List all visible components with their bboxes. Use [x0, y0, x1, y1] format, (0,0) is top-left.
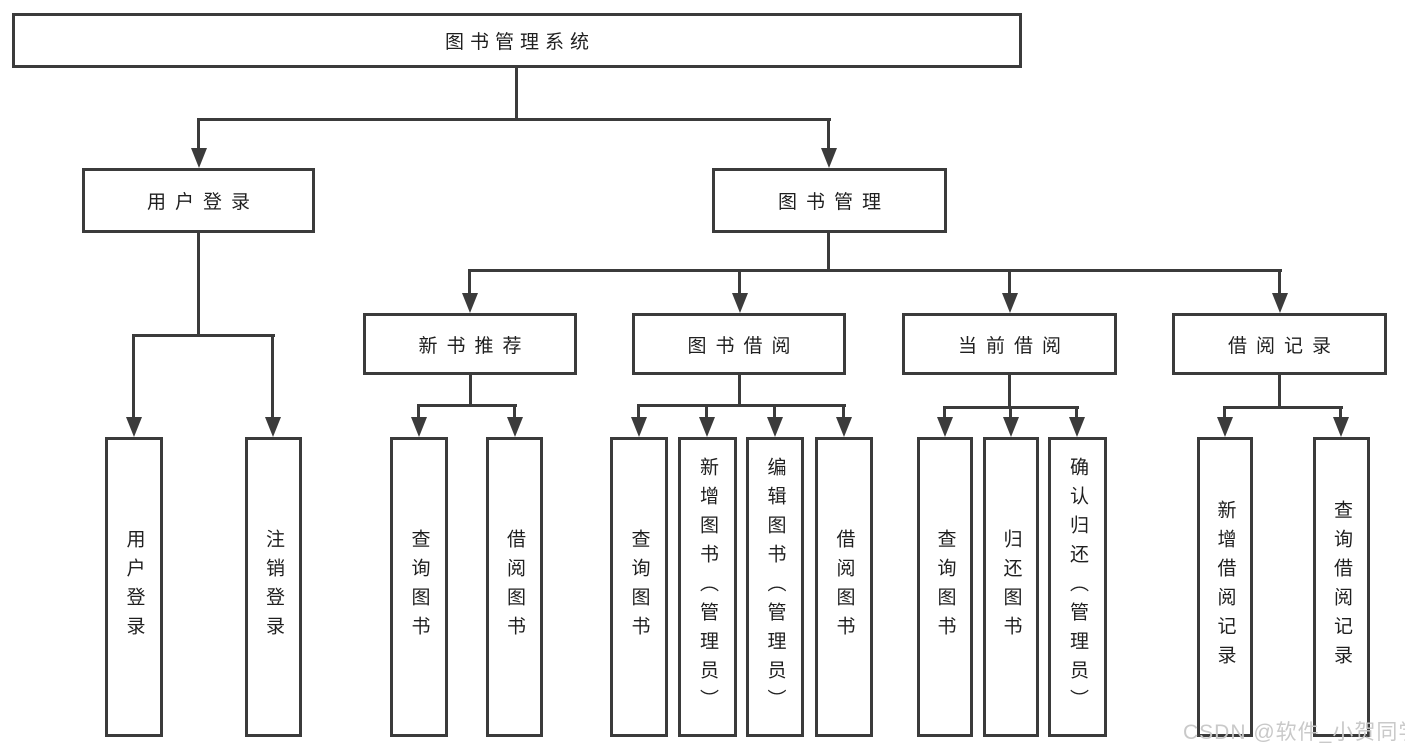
node-label: 注销登录 — [263, 529, 284, 645]
node-label: 借阅图书 — [504, 529, 525, 645]
connector-line — [1075, 406, 1078, 420]
connector-line — [1009, 406, 1012, 420]
connector-line — [773, 404, 776, 420]
arrow-down-icon — [1002, 293, 1018, 313]
arrow-down-icon — [507, 417, 523, 437]
node-label: 图书管理系统 — [444, 32, 595, 53]
arrow-down-icon — [821, 148, 837, 168]
connector-line — [468, 269, 471, 297]
arrow-down-icon — [126, 417, 142, 437]
node-label: 新增借阅记录 — [1214, 500, 1236, 674]
node-user-login: 用户登录 — [82, 168, 315, 233]
connector-line — [705, 404, 708, 420]
connector-line — [198, 118, 831, 121]
node-label: 当前借阅 — [957, 335, 1070, 357]
leaf-query-books-recommend: 查询图书 — [390, 437, 448, 737]
node-label: 图书借阅 — [687, 335, 800, 357]
node-label: 新书推荐 — [418, 335, 531, 357]
node-new-book-recommendation: 新书推荐 — [363, 313, 577, 375]
arrow-down-icon — [937, 417, 953, 437]
leaf-borrow-books-recommend: 借阅图书 — [486, 437, 543, 737]
connector-line — [637, 404, 640, 420]
connector-line — [1339, 406, 1342, 420]
node-label: 查询借阅记录 — [1331, 500, 1352, 674]
connector-line — [1223, 406, 1226, 420]
node-current-borrowing: 当前借阅 — [902, 313, 1117, 375]
leaf-user-login: 用户登录 — [105, 437, 163, 737]
connector-line — [1008, 269, 1011, 297]
leaf-return-book: 归还图书 — [983, 437, 1039, 737]
arrow-down-icon — [699, 417, 715, 437]
arrow-down-icon — [462, 293, 478, 313]
connector-line — [943, 406, 946, 420]
leaf-query-books-current: 查询图书 — [917, 437, 973, 737]
node-label: 借阅图书 — [833, 529, 855, 645]
connector-line — [1278, 375, 1281, 409]
connector-line — [132, 334, 135, 421]
connector-line — [738, 269, 741, 297]
watermark: CSDN @软件_小贺同学 — [1183, 721, 1405, 744]
leaf-query-borrow-record: 查询借阅记录 — [1313, 437, 1370, 737]
arrow-down-icon — [631, 417, 647, 437]
node-label: 确认归还（管理员） — [1067, 456, 1088, 718]
node-label: 图书管理 — [777, 192, 890, 213]
connector-line — [1278, 269, 1281, 297]
connector-line — [515, 68, 518, 120]
node-label: 查询图书 — [408, 529, 430, 645]
node-label: 归还图书 — [1000, 529, 1022, 645]
arrow-down-icon — [1069, 417, 1085, 437]
connector-line — [638, 404, 846, 407]
connector-line — [418, 404, 517, 407]
connector-line — [1008, 375, 1011, 409]
node-borrowing-records: 借阅记录 — [1172, 313, 1387, 375]
connector-line — [197, 232, 200, 337]
leaf-borrow-books-borrowing: 借阅图书 — [815, 437, 873, 737]
connector-line — [827, 233, 830, 272]
arrow-down-icon — [191, 148, 207, 168]
connector-line — [197, 118, 200, 152]
node-label: 新增图书（管理员） — [697, 456, 718, 718]
connector-line — [417, 404, 420, 420]
node-label: 用户登录 — [123, 529, 145, 645]
node-label: 用户登录 — [146, 192, 259, 213]
arrow-down-icon — [732, 293, 748, 313]
arrow-down-icon — [767, 417, 783, 437]
node-label: 查询图书 — [628, 529, 650, 645]
node-root: 图书管理系统 — [12, 13, 1022, 68]
node-book-borrowing: 图书借阅 — [632, 313, 846, 375]
arrow-down-icon — [411, 417, 427, 437]
connector-line — [738, 375, 741, 407]
connector-line — [513, 404, 516, 420]
node-label: 借阅记录 — [1227, 335, 1340, 357]
arrow-down-icon — [1003, 417, 1019, 437]
arrow-down-icon — [265, 417, 281, 437]
leaf-query-books-borrowing: 查询图书 — [610, 437, 668, 737]
connector-line — [842, 404, 845, 420]
node-book-management: 图书管理 — [712, 168, 947, 233]
arrow-down-icon — [1272, 293, 1288, 313]
connector-line — [271, 334, 274, 421]
connector-line — [1224, 406, 1343, 409]
node-label: 编辑图书（管理员） — [764, 456, 786, 718]
arrow-down-icon — [836, 417, 852, 437]
node-label: 查询图书 — [934, 529, 956, 645]
arrow-down-icon — [1333, 417, 1349, 437]
leaf-add-borrow-record: 新增借阅记录 — [1197, 437, 1253, 737]
connector-line — [469, 375, 472, 407]
leaf-add-book-admin: 新增图书（管理员） — [678, 437, 737, 737]
connector-line — [827, 118, 830, 152]
connector-line — [469, 269, 1282, 272]
arrow-down-icon — [1217, 417, 1233, 437]
leaf-edit-book-admin: 编辑图书（管理员） — [746, 437, 804, 737]
connector-line — [133, 334, 275, 337]
leaf-confirm-return-admin: 确认归还（管理员） — [1048, 437, 1107, 737]
leaf-logout: 注销登录 — [245, 437, 302, 737]
